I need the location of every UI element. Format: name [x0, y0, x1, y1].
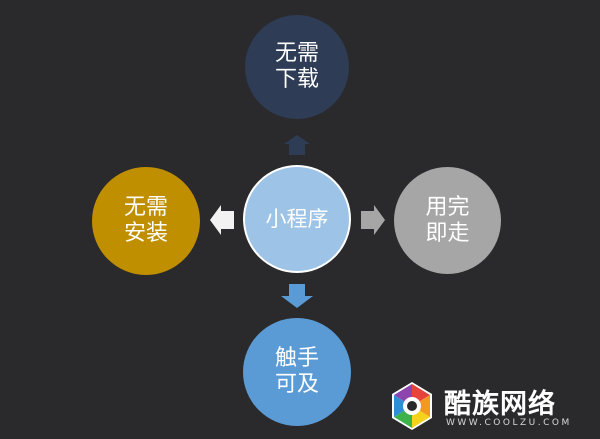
node-no-download: 无需 下载: [245, 15, 349, 119]
node-no-install-label: 无需 安装: [123, 195, 168, 246]
node-within-reach-label: 触手 可及: [274, 346, 319, 397]
arrow-right-shape: [361, 205, 385, 235]
node-within-reach: 触手 可及: [243, 318, 351, 426]
hexagon-gear-logo-icon: [392, 382, 432, 430]
node-no-download-label: 无需 下载: [274, 41, 319, 92]
node-use-and-go: 用完 即走: [394, 167, 501, 274]
node-no-install: 无需 安装: [92, 167, 200, 275]
arrow-down-shape: [281, 284, 313, 308]
arrow-left-icon: [210, 205, 234, 235]
arrow-right-icon: [361, 205, 385, 235]
node-mini-program-label: 小程序: [265, 207, 329, 231]
watermark-url: WWW.COOLZU.COM: [446, 418, 572, 428]
arrow-left-shape: [210, 205, 234, 235]
arrow-up-icon: [284, 135, 310, 155]
watermark-brand: 酷族网络: [444, 389, 556, 420]
node-mini-program: 小程序: [243, 165, 351, 273]
watermark: 酷族网络 WWW.COOLZU.COM: [386, 378, 586, 434]
node-use-and-go-label: 用完 即走: [425, 194, 470, 246]
arrow-up-shape: [284, 135, 310, 155]
arrow-down-icon: [281, 284, 313, 308]
